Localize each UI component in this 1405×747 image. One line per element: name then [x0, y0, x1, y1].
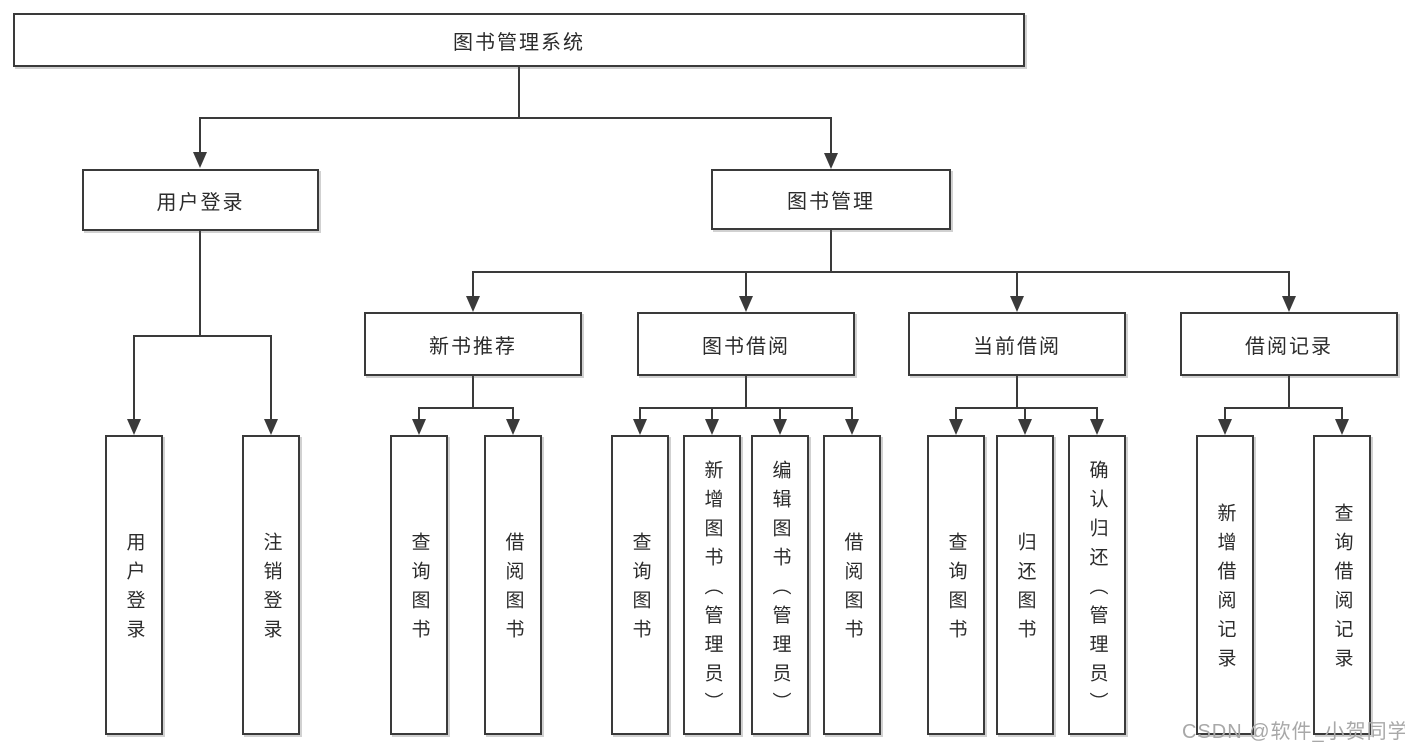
node-query-borrow-record: 查询借阅记录: [1313, 435, 1371, 735]
arrow-down-icon: [506, 419, 520, 435]
node-borrow-books-leaf: 借阅图书: [823, 435, 881, 735]
node-user-login: 用户登录: [82, 169, 319, 231]
connector-leaf-drop: [1341, 407, 1343, 421]
node-book-borrow: 图书借阅: [637, 312, 855, 376]
connector-newbook-drop: [472, 271, 474, 298]
node-add-borrow-record: 新增借阅记录: [1196, 435, 1254, 735]
node-add-book-admin: 新增图书（管理员）: [683, 435, 741, 735]
arrow-down-icon: [1218, 419, 1232, 435]
arrow-down-icon: [412, 419, 426, 435]
connector-leaf-drop: [955, 407, 957, 421]
connector-level2-bar: [199, 117, 832, 119]
connector-root-stem: [518, 67, 520, 119]
connector-logout-leaf-drop: [270, 335, 272, 421]
connector-bookborrow-bar: [639, 407, 853, 409]
node-borrow-books-recommend: 借阅图书: [484, 435, 542, 735]
connector-borrowrecords-drop: [1288, 271, 1290, 298]
arrow-down-icon: [739, 296, 753, 312]
arrow-down-icon: [1010, 296, 1024, 312]
arrow-down-icon: [264, 419, 278, 435]
node-root: 图书管理系统: [13, 13, 1025, 67]
node-book-management: 图书管理: [711, 169, 951, 230]
arrow-down-icon: [845, 419, 859, 435]
connector-leaf-drop: [1224, 407, 1226, 421]
arrow-down-icon: [1090, 419, 1104, 435]
connector-login-leaf-drop: [133, 335, 135, 421]
connector-level3-bar: [472, 271, 1290, 273]
node-query-books-borrow: 查询图书: [611, 435, 669, 735]
connector-currentborrow-bar: [955, 407, 1098, 409]
connector-borrowrecords-stem: [1288, 376, 1290, 409]
arrow-down-icon: [1335, 419, 1349, 435]
arrow-down-icon: [1018, 419, 1032, 435]
connector-currentborrow-drop: [1016, 271, 1018, 298]
node-current-borrow: 当前借阅: [908, 312, 1126, 376]
csdn-watermark: CSDN @软件_小贺同学: [1182, 721, 1405, 743]
node-logout-leaf: 注销登录: [242, 435, 300, 735]
node-new-book-recommend: 新书推荐: [364, 312, 582, 376]
arrow-down-icon: [466, 296, 480, 312]
node-borrow-records: 借阅记录: [1180, 312, 1398, 376]
node-edit-book-admin: 编辑图书（管理员）: [751, 435, 809, 735]
connector-leaf-drop: [512, 407, 514, 421]
node-user-login-leaf: 用户登录: [105, 435, 163, 735]
connector-leaf-drop: [639, 407, 641, 421]
connector-newbook-bar: [418, 407, 514, 409]
connector-user-login-bar: [133, 335, 272, 337]
arrow-down-icon: [773, 419, 787, 435]
connector-newbook-stem: [472, 376, 474, 409]
node-return-book: 归还图书: [996, 435, 1054, 735]
connector-bookborrow-drop: [745, 271, 747, 298]
arrow-down-icon: [824, 153, 838, 169]
connector-book-mgmt-stem: [830, 230, 832, 273]
arrow-down-icon: [705, 419, 719, 435]
connector-leaf-drop: [1096, 407, 1098, 421]
connector-user-login-drop: [199, 117, 201, 154]
arrow-down-icon: [949, 419, 963, 435]
connector-leaf-drop: [851, 407, 853, 421]
connector-leaf-drop: [779, 407, 781, 421]
node-confirm-return-admin: 确认归还（管理员）: [1068, 435, 1126, 735]
connector-borrowrecords-bar: [1224, 407, 1343, 409]
arrow-down-icon: [193, 152, 207, 168]
arrow-down-icon: [127, 419, 141, 435]
connector-user-login-stem: [199, 231, 201, 337]
connector-leaf-drop: [1024, 407, 1026, 421]
arrow-down-icon: [1282, 296, 1296, 312]
connector-bookborrow-stem: [745, 376, 747, 409]
connector-leaf-drop: [711, 407, 713, 421]
arrow-down-icon: [633, 419, 647, 435]
connector-leaf-drop: [418, 407, 420, 421]
connector-currentborrow-stem: [1016, 376, 1018, 409]
connector-book-mgmt-drop: [830, 117, 832, 155]
node-query-books-current: 查询图书: [927, 435, 985, 735]
node-query-books-recommend: 查询图书: [390, 435, 448, 735]
